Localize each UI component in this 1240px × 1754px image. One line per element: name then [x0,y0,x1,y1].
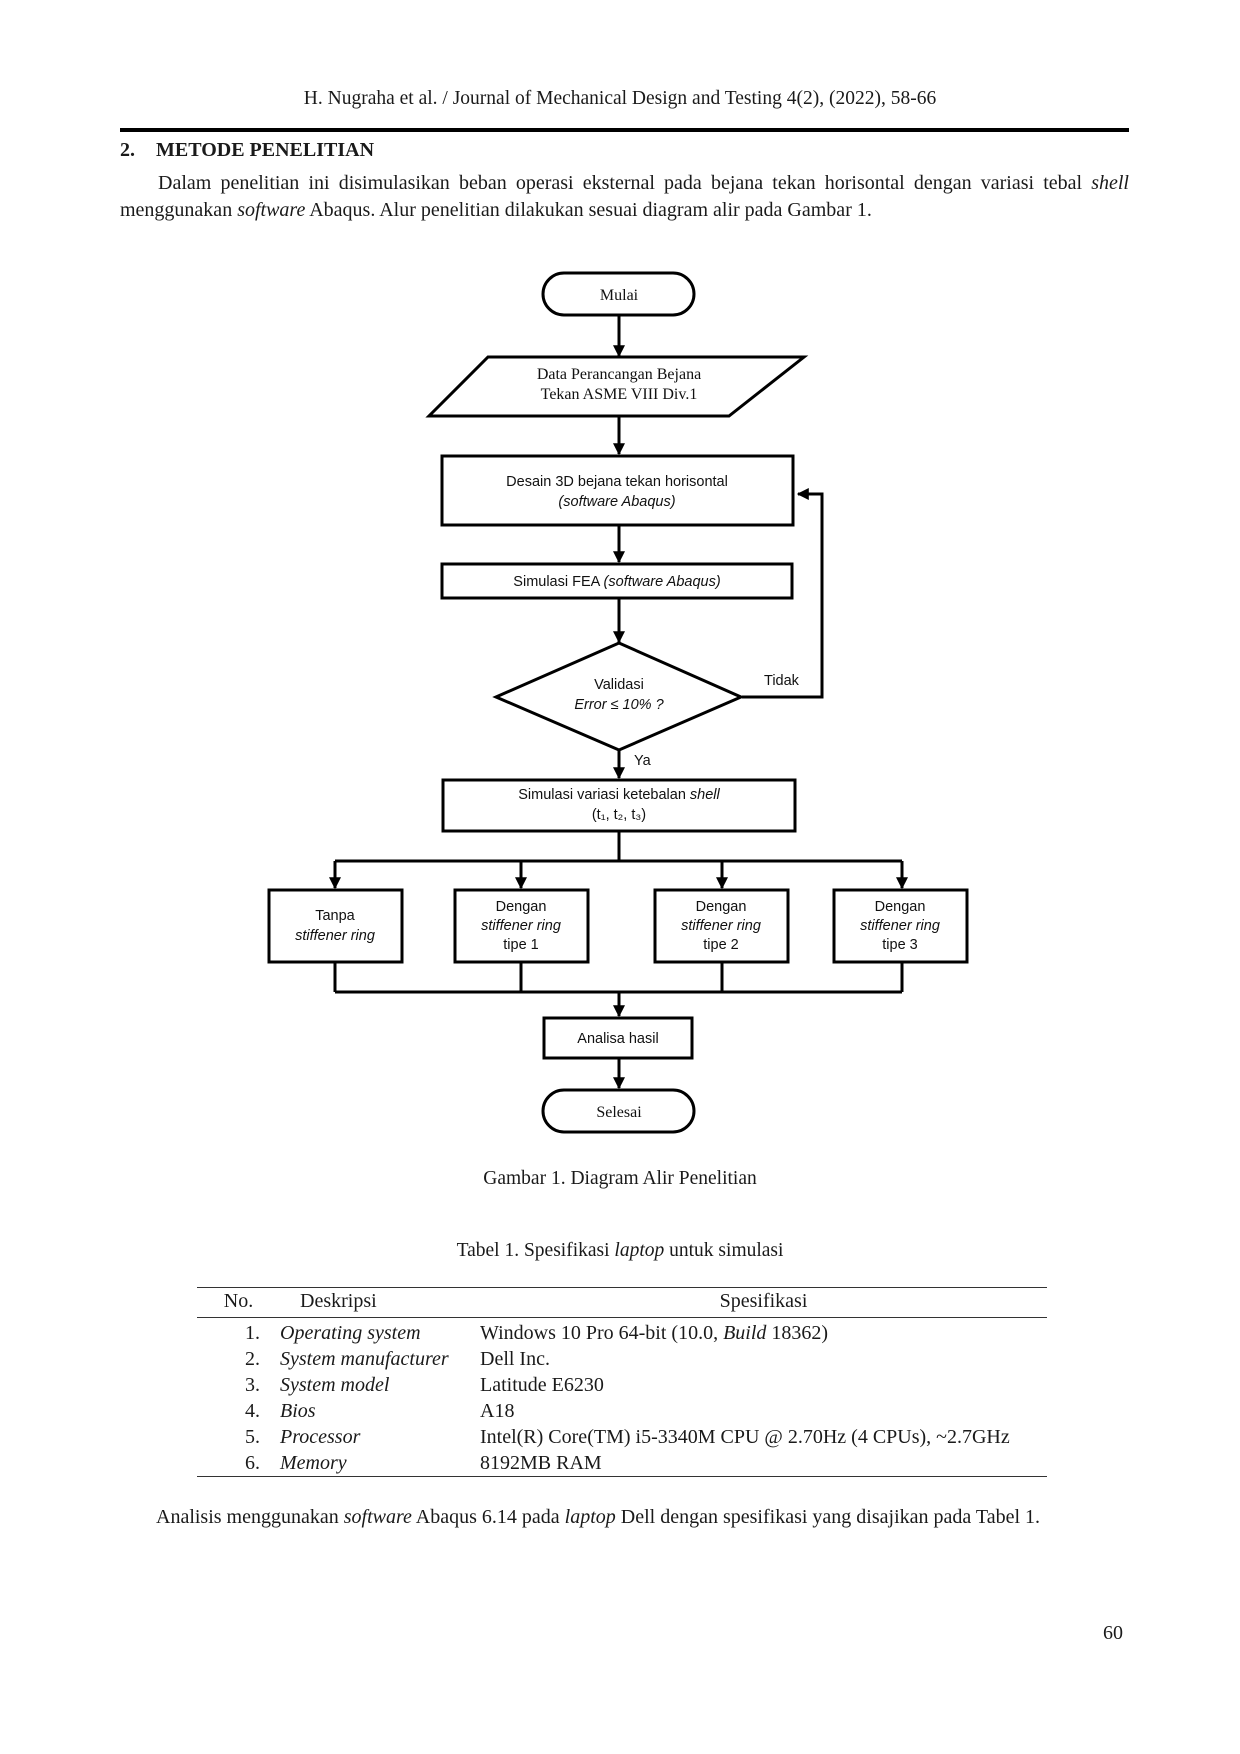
end-terminator [541,1088,696,1134]
decision-label-line1: Validasi [594,677,644,693]
fea-label: Simulasi FEA (software Abaqus) [513,574,720,590]
section-heading: 2. METODE PENELITIAN [120,139,374,162]
input-label-line2: Tekan ASME VIII Div.1 [541,386,698,403]
cell-specification: Windows 10 Pro 64-bit (10.0, Build 18362… [480,1318,1047,1347]
cell-specification: Intel(R) Core(TM) i5-3340M CPU @ 2.70Hz … [480,1426,1010,1448]
cell-specification: A18 [480,1400,515,1422]
branch2-line1: Dengan [496,899,547,915]
branch4-line2: stiffener ring [860,918,940,934]
design-label-line1: Desain 3D bejana tekan horisontal [506,474,728,490]
fea-process-box [440,562,794,600]
design-process-box [440,454,795,527]
branch2-line3: tipe 1 [503,937,538,953]
branch1-line1: Tanpa [315,908,355,924]
intro-text: menggunakan [120,199,238,221]
intro-text: Abaqus. Alur penelitian dilakukan sesuai… [305,199,872,221]
spec-text: 18362) [766,1322,829,1344]
branch4-line3: tipe 3 [882,937,917,953]
design-label-line2: (software Abaqus) [558,494,675,510]
cell-description: Operating system [280,1322,421,1344]
branch2-line2: stiffener ring [481,918,561,934]
branch-box-stiffener-type2 [653,888,790,964]
branch-box-stiffener-type3 [832,888,969,964]
branch3-line3: tipe 2 [703,937,738,953]
cell-description: Bios [280,1400,316,1422]
end-label: Selesai [596,1104,642,1121]
table-row: 5. Processor Intel(R) Core(TM) i5-3340M … [197,1424,1047,1450]
closing-text: Analisis menggunakan [156,1506,344,1528]
branch3-line1: Dengan [696,899,747,915]
cell-no: 5. [245,1426,260,1448]
cell-specification: Latitude E6230 [480,1374,604,1396]
cell-no: 6. [197,1450,280,1477]
closing-term-laptop: laptop [564,1506,616,1528]
closing-term-software: software [343,1506,412,1528]
table-row: 1. Operating system Windows 10 Pro 64-bi… [197,1318,1047,1347]
variation-process-box [441,778,797,833]
start-terminator [541,271,696,317]
header-description: Deskripsi [280,1287,480,1318]
start-label: Mulai [600,287,639,304]
validation-decision-diamond [492,641,745,752]
decision-no-label: Tidak [764,673,800,689]
table-row: 4. Bios A18 [197,1398,1047,1424]
spec-text: Windows 10 Pro 64-bit (10.0, [480,1322,724,1344]
table-row: 2. System manufacturer Dell Inc. [197,1346,1047,1372]
header-no: No. [197,1287,280,1318]
table-caption-term-laptop: laptop [614,1240,665,1261]
cell-no: 3. [245,1374,260,1396]
page-number: 60 [1103,1622,1123,1644]
variation-label-line2: (t₁, t₂, t₃) [592,807,646,823]
branch1-line2: stiffener ring [295,928,375,944]
table-row: 3. System model Latitude E6230 [197,1372,1047,1398]
closing-text: Dell dengan spesifikasi yang disajikan p… [615,1506,1041,1528]
analysis-label: Analisa hasil [577,1031,658,1047]
branch-box-stiffener-type1 [453,888,590,964]
decision-yes-label: Ya [634,753,652,769]
table-caption-text: untuk simulasi [664,1240,784,1261]
cell-description: System manufacturer [280,1348,449,1370]
intro-paragraph: Dalam penelitian ini disimulasikan beban… [120,170,1129,224]
figure-caption: Gambar 1. Diagram Alir Penelitian [483,1168,757,1189]
cell-description: Processor [280,1426,361,1448]
table-header-row: No. Deskripsi Spesifikasi [197,1287,1047,1318]
connector-decision-no-loop [742,488,824,699]
branch4-line1: Dengan [875,899,926,915]
flowchart-diagram: Mulai Data Perancangan Bejana Tekan ASME… [267,271,969,1134]
cell-specification: 8192MB RAM [480,1450,1047,1477]
branch3-line2: stiffener ring [681,918,761,934]
intro-term-software: software [237,199,306,221]
cell-no: 1. [245,1322,260,1344]
cell-description: Memory [280,1450,480,1477]
closing-text: Abaqus 6.14 pada [411,1506,565,1528]
cell-description: System model [280,1374,390,1396]
decision-label-line2: Error ≤ 10% ? [574,697,664,713]
running-header: H. Nugraha et al. / Journal of Mechanica… [303,88,937,109]
variation-label-line1: Simulasi variasi ketebalan shell [518,787,720,803]
intro-term-shell: shell [1091,172,1129,194]
cell-no: 4. [245,1400,260,1422]
input-parallelogram [425,355,809,418]
table-caption: Tabel 1. Spesifikasi laptop untuk simula… [0,1240,1240,1262]
input-label-line1: Data Perancangan Bejana [537,366,701,383]
closing-paragraph: Analisis menggunakan software Abaqus 6.1… [156,1506,1040,1529]
branch-box-no-stiffener [267,888,404,964]
table-row: 6. Memory 8192MB RAM [197,1450,1047,1477]
spec-table: No. Deskripsi Spesifikasi 1. Operating s… [197,1287,1047,1477]
table-caption-text: Tabel 1. Spesifikasi [456,1240,615,1261]
intro-text: Dalam penelitian ini disimulasikan beban… [158,172,1092,194]
header-rule [120,128,1129,132]
analysis-process-box [542,1016,694,1060]
cell-specification: Dell Inc. [480,1348,550,1370]
section-number: 2. [120,139,135,161]
spec-term-build: Build [723,1322,767,1344]
cell-no: 2. [245,1348,260,1370]
header-specification: Spesifikasi [480,1287,1047,1318]
section-title: METODE PENELITIAN [156,139,375,161]
